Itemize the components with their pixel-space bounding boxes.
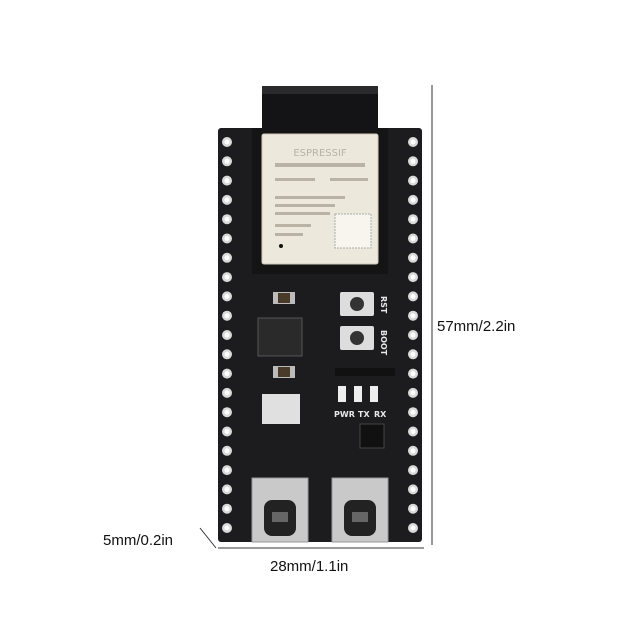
pin-hole	[224, 293, 230, 299]
pin-hole	[224, 332, 230, 338]
pin-hole	[410, 197, 416, 203]
pin-hole	[224, 313, 230, 319]
thickness-dimension-line	[199, 527, 217, 549]
pin-hole	[410, 486, 416, 492]
pin-hole	[224, 197, 230, 203]
usb-c-port-left	[251, 477, 309, 543]
rst-label: RST	[379, 296, 388, 314]
pin-hole	[224, 429, 230, 434]
pin-hole	[224, 255, 230, 261]
pin-hole	[224, 371, 230, 377]
pin-hole	[410, 506, 416, 512]
pin-hole	[224, 139, 230, 145]
pin-hole	[410, 255, 416, 261]
pin-hole	[224, 486, 230, 492]
tx-label: TX	[358, 410, 370, 419]
pin-hole	[410, 429, 416, 434]
pin-hole	[224, 178, 230, 184]
pin-hole	[224, 351, 230, 357]
pin-hole	[410, 236, 416, 241]
pin-hole	[410, 274, 416, 280]
pin-hole	[410, 467, 416, 473]
pin-hole	[410, 525, 416, 531]
pin-hole	[224, 409, 230, 415]
pin-hole	[224, 274, 230, 280]
module-brand-logo: ESPRESSIF	[293, 148, 347, 159]
pin-hole	[224, 525, 230, 531]
pin-hole	[410, 351, 416, 357]
pin-hole	[410, 178, 416, 184]
pin-hole	[224, 216, 230, 222]
pin-hole	[224, 467, 230, 473]
esp32-dev-board: ESPRESSIF	[218, 86, 422, 543]
antenna	[262, 86, 378, 136]
pin-hole	[410, 293, 416, 299]
pin-hole	[410, 409, 416, 415]
pin-hole	[224, 506, 230, 512]
pin-hole	[410, 158, 416, 164]
usb-c-port-right	[331, 477, 389, 543]
pin-hole	[410, 216, 416, 222]
pin-hole	[410, 371, 416, 377]
width-label: 28mm/1.1in	[270, 558, 349, 575]
pin-hole	[410, 332, 416, 338]
regulator	[257, 317, 303, 357]
boot-label: BOOT	[379, 330, 388, 356]
thickness-label: 5mm/0.2in	[103, 532, 174, 549]
pin-hole	[410, 139, 416, 145]
pin-hole	[410, 448, 416, 454]
pin-hole	[410, 313, 416, 319]
qr-code	[334, 213, 372, 249]
pin-hole	[410, 390, 416, 396]
pin-hole	[224, 448, 230, 454]
length-label: 57mm/2.2in	[437, 318, 516, 335]
pin-hole	[224, 390, 230, 396]
usb-bridge-chip	[359, 423, 385, 449]
rx-label: RX	[374, 410, 387, 419]
pin-hole	[224, 158, 230, 164]
pwr-label: PWR	[334, 410, 355, 419]
pin-hole	[224, 236, 230, 241]
